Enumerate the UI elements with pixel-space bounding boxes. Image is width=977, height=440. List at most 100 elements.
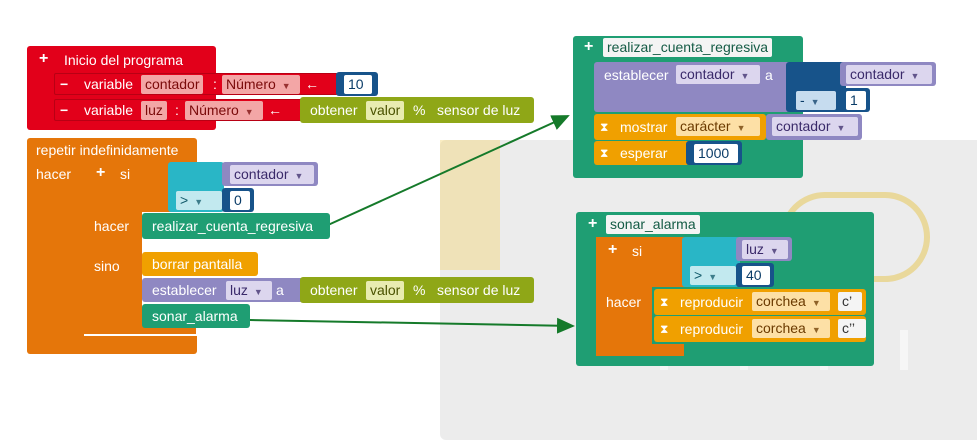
- call-alarm-block[interactable]: [142, 304, 250, 328]
- number-field[interactable]: 40: [742, 266, 770, 285]
- percent-sign: %: [413, 102, 426, 118]
- variable-dropdown[interactable]: luz▼: [742, 240, 788, 259]
- if-block-left: [84, 160, 142, 330]
- remove-icon[interactable]: −: [60, 102, 69, 118]
- operator-dropdown[interactable]: >▼: [176, 191, 222, 210]
- variable-keyword: variable: [84, 102, 134, 118]
- variable-type-label: Número: [189, 102, 239, 118]
- variable-label: contador: [850, 66, 905, 82]
- clear-screen-label: borrar pantalla: [152, 256, 243, 272]
- add-icon[interactable]: +: [39, 50, 49, 67]
- function-name-field[interactable]: sonar_alarma: [606, 215, 700, 234]
- clear-screen-block[interactable]: [142, 252, 258, 276]
- sensor-label: sensor de luz: [437, 282, 521, 298]
- remove-icon[interactable]: −: [60, 76, 69, 92]
- add-icon[interactable]: +: [588, 215, 598, 232]
- function-name-field[interactable]: realizar_cuenta_regresiva: [603, 38, 773, 57]
- sensor-label: sensor de luz: [437, 102, 521, 118]
- note-duration-dropdown[interactable]: corchea▼: [752, 319, 830, 338]
- set-keyword: establecer: [152, 282, 217, 298]
- set-to-label: a: [765, 67, 773, 83]
- show-type-dropdown[interactable]: carácter ▼: [676, 117, 760, 136]
- light-sensor-block[interactable]: [300, 97, 534, 123]
- note-duration-label: corchea: [756, 293, 806, 309]
- variable-dropdown[interactable]: contador▼: [676, 65, 760, 84]
- set-variable-block[interactable]: [142, 278, 304, 302]
- variable-name-field[interactable]: contador: [141, 75, 204, 94]
- number-field[interactable]: 0: [230, 191, 250, 210]
- loop-block-bottom: [27, 336, 197, 354]
- arrow-to-countdown: [327, 115, 570, 226]
- dropdown-arrow-icon: ▼: [253, 287, 263, 297]
- getter-field-dropdown[interactable]: valor: [366, 281, 405, 300]
- dropdown-arrow-icon: ▼: [736, 123, 746, 133]
- variable-label: luz: [746, 241, 764, 257]
- variable-dropdown[interactable]: contador▼: [230, 165, 314, 184]
- dropdown-arrow-icon: ▼: [810, 97, 820, 107]
- variable-dropdown[interactable]: contador ▼: [772, 117, 858, 136]
- number-field[interactable]: 1000: [694, 144, 738, 163]
- colon: :: [213, 76, 217, 92]
- show-type-label: carácter: [680, 118, 731, 134]
- call-alarm-label: sonar_alarma: [152, 308, 238, 324]
- variable-label: luz: [230, 282, 248, 298]
- number-field[interactable]: 10: [344, 75, 372, 94]
- hourglass-icon: ⧗: [600, 146, 609, 160]
- add-icon[interactable]: +: [608, 241, 618, 258]
- loop-block-top[interactable]: [27, 138, 197, 162]
- dropdown-arrow-icon: ▼: [281, 81, 291, 91]
- hourglass-icon: ⧗: [660, 322, 669, 336]
- call-countdown-label: realizar_cuenta_regresiva: [152, 218, 314, 234]
- assign-arrow: ←: [268, 102, 282, 118]
- note-field[interactable]: c’’: [838, 319, 866, 338]
- program-start-title: Inicio del programa: [64, 52, 184, 68]
- set-keyword: establecer: [604, 67, 669, 83]
- dropdown-arrow-icon: ▼: [194, 197, 204, 207]
- variable-label: contador: [776, 118, 831, 134]
- variable-label: contador: [234, 166, 289, 182]
- play-keyword: reproducir: [680, 321, 744, 337]
- variable-dropdown[interactable]: luz ▼: [226, 281, 272, 300]
- dropdown-arrow-icon: ▼: [910, 71, 920, 81]
- dropdown-arrow-icon: ▼: [244, 107, 254, 117]
- operator-label: -: [800, 92, 805, 108]
- arrow-to-alarm: [249, 317, 575, 334]
- variable-keyword: variable: [84, 76, 134, 92]
- add-icon[interactable]: +: [96, 164, 106, 181]
- connector-arrows: [249, 115, 575, 334]
- getter-keyword: obtener: [310, 102, 358, 118]
- wait-keyword: esperar: [620, 145, 668, 161]
- dropdown-arrow-icon: ▼: [836, 123, 846, 133]
- hourglass-icon: ⧗: [600, 120, 609, 134]
- variable-name-field[interactable]: luz: [141, 101, 167, 120]
- operator-dropdown[interactable]: >▼: [690, 266, 736, 285]
- operator-dropdown[interactable]: -▼: [796, 91, 836, 110]
- if-label: si: [120, 166, 131, 182]
- variable-type-label: Número: [226, 76, 276, 92]
- dropdown-arrow-icon: ▼: [740, 71, 750, 81]
- else-label: sino: [94, 258, 120, 274]
- then-label: hacer: [94, 218, 130, 234]
- call-countdown-block[interactable]: [142, 213, 330, 239]
- dropdown-arrow-icon: ▼: [811, 298, 821, 308]
- variable-dropdown[interactable]: contador ▼: [846, 65, 932, 84]
- note-field[interactable]: c’: [838, 292, 862, 311]
- add-icon[interactable]: +: [584, 38, 594, 55]
- variable-type-dropdown[interactable]: Número ▼: [185, 101, 263, 120]
- variable-type-dropdown[interactable]: Número ▼: [222, 75, 300, 94]
- play-keyword: reproducir: [680, 294, 744, 310]
- light-sensor-block[interactable]: [300, 277, 534, 303]
- if-block-bottom: [596, 344, 684, 356]
- getter-field-dropdown[interactable]: valor: [366, 101, 405, 120]
- note-duration-dropdown[interactable]: corchea ▼: [752, 292, 830, 311]
- percent-sign: %: [413, 282, 426, 298]
- number-field[interactable]: 1: [846, 91, 866, 110]
- loop-title: repetir indefinidamente: [36, 142, 179, 158]
- do-label: hacer: [606, 294, 642, 310]
- note-duration-label: corchea: [756, 320, 806, 336]
- getter-keyword: obtener: [310, 282, 358, 298]
- wait-block[interactable]: [594, 141, 690, 165]
- colon: :: [175, 102, 179, 118]
- assign-arrow: ←: [305, 76, 319, 92]
- loop-block-body: [27, 160, 84, 346]
